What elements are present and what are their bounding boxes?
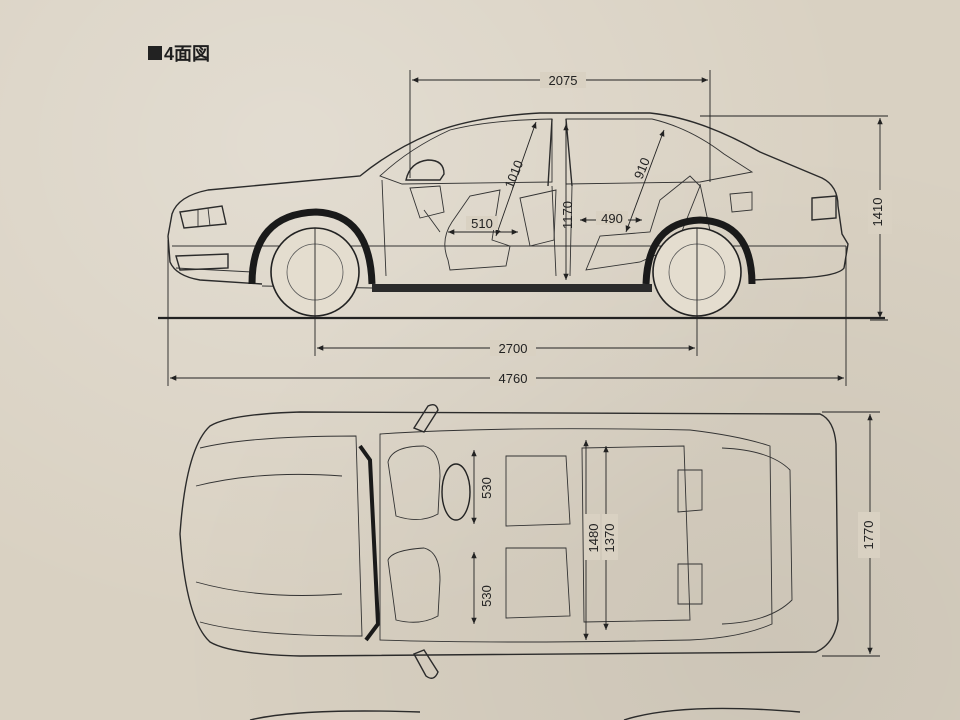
front-foglight	[175, 253, 229, 271]
dim-interior-width-2: 1370	[602, 524, 617, 553]
next-view-right-edge	[623, 707, 801, 720]
next-view-left-edge	[249, 710, 421, 720]
front-wheel	[248, 208, 376, 317]
front-window	[379, 118, 553, 185]
dim-rear-headroom: 910	[631, 155, 653, 181]
right-mirror	[413, 649, 439, 679]
title-square-icon	[148, 46, 162, 60]
dim-overall-width: 1770	[861, 521, 876, 550]
hood-outline	[199, 435, 363, 637]
headlight-detail	[197, 207, 211, 227]
steering-wheel-top	[441, 463, 471, 521]
windshield-edge	[358, 444, 381, 642]
passenger-seat	[387, 547, 441, 623]
dim-overall-height: 1410	[870, 198, 885, 227]
left-mirror	[412, 403, 439, 433]
dim-window-length: 2075	[549, 73, 578, 88]
rear-window-top	[721, 447, 793, 625]
dim-front-headroom: 1010	[501, 158, 526, 190]
side-view: 2075 1010 910 510 490 1170 1410	[158, 70, 892, 386]
dim-front-shoulder-upper: 530	[479, 477, 494, 499]
page-title-text: 4面図	[164, 44, 211, 64]
headlight	[179, 205, 227, 229]
steering-wheel	[409, 185, 445, 233]
front-seat-back	[519, 189, 557, 247]
dim-front-seat: 510	[471, 216, 493, 231]
dim-wheelbase: 2700	[499, 341, 528, 356]
front-seat-backs	[505, 455, 571, 619]
page-title: 4面図	[148, 40, 210, 66]
driver-seat	[387, 445, 441, 520]
top-body-outline	[179, 411, 839, 657]
front-seat	[444, 189, 511, 271]
rear-window	[565, 118, 754, 185]
tail-light	[811, 195, 837, 221]
dim-interior-height: 1170	[560, 201, 575, 229]
dim-interior-width: 1480	[586, 524, 601, 553]
side-mirror	[405, 159, 445, 181]
dim-rear-seat: 490	[601, 211, 623, 226]
dim-overall-length: 4760	[499, 371, 528, 386]
side-skirt	[372, 284, 652, 292]
top-view: 530 530 1480 1370 1770	[179, 403, 880, 679]
rear-wheel	[642, 216, 756, 317]
dim-front-shoulder-lower: 530	[479, 585, 494, 607]
rear-headrests	[677, 469, 703, 605]
hood-creases	[195, 473, 343, 596]
cabin-outline	[379, 428, 773, 643]
fuel-door	[729, 191, 753, 213]
